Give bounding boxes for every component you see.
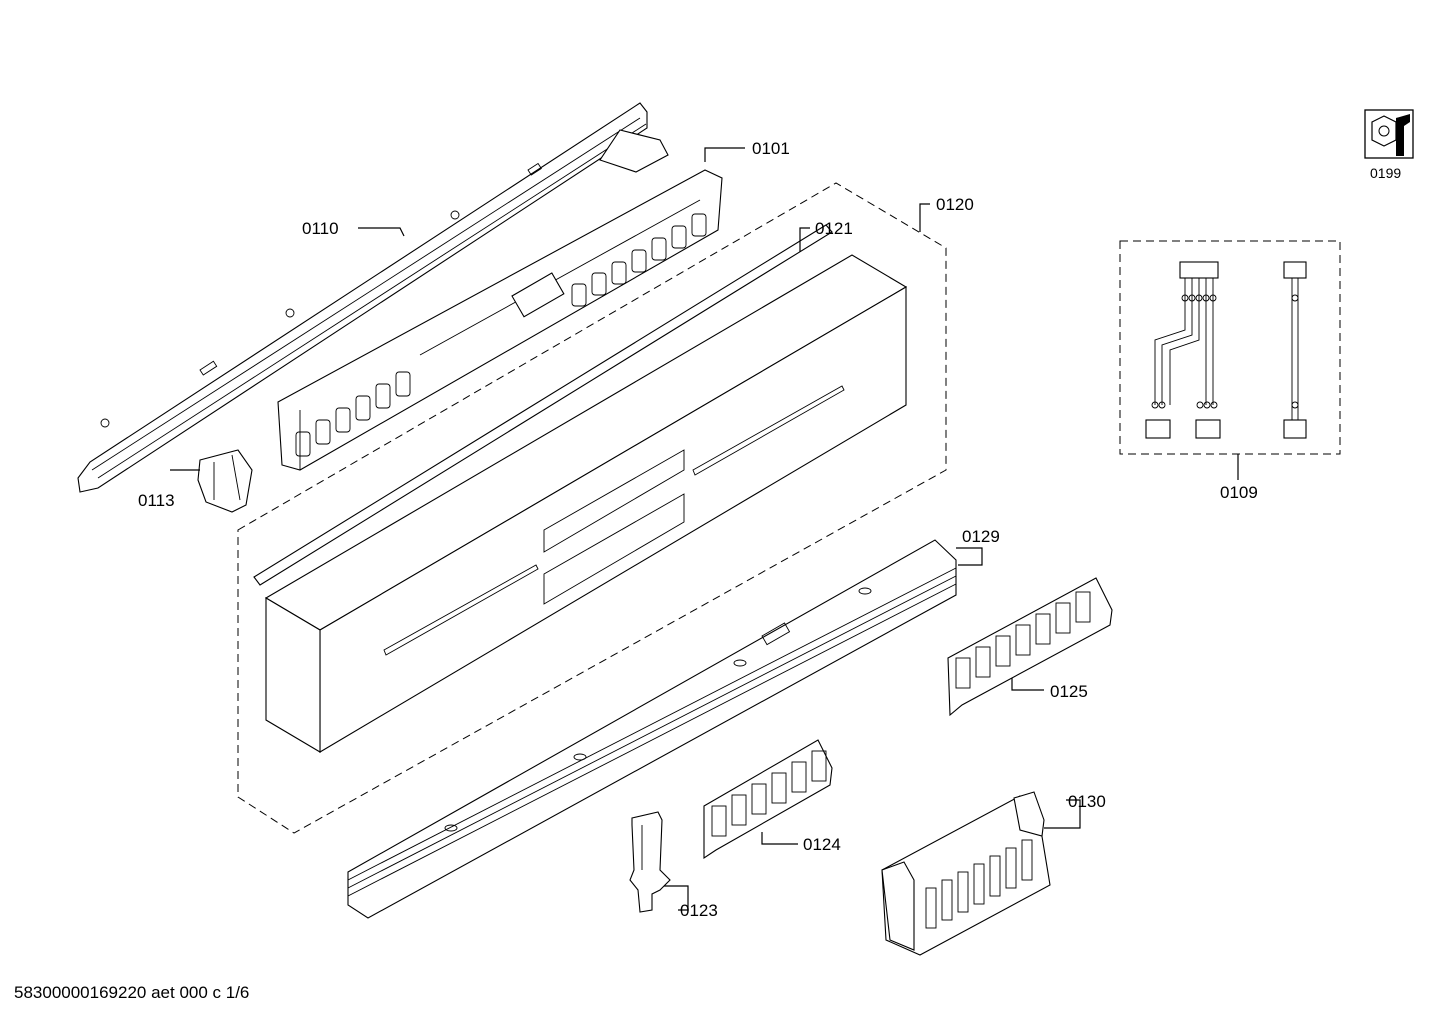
key-row-0125: [955, 591, 1091, 689]
callout-0109: 0109: [1220, 483, 1258, 502]
callout-0113: 0113: [138, 491, 175, 510]
callout-0110: 0110: [302, 219, 339, 238]
button-group-left: [295, 371, 411, 457]
callout-0199: 0199: [1370, 165, 1401, 181]
part-0113-connector: [197, 449, 253, 513]
callout-0129: 0129: [962, 527, 1000, 546]
nut-and-wrench-icon: [1364, 109, 1414, 159]
part-0101-control-board: [277, 169, 723, 471]
callout-0125: 0125: [1050, 682, 1088, 701]
document-footer: 58300000169220 aet 000 c 1/6: [14, 983, 249, 1002]
plug-top-right: [1283, 261, 1307, 279]
plug-bottom-right: [1283, 419, 1307, 439]
key-row-0124: [711, 750, 827, 837]
plug-bottom-left: [1145, 419, 1171, 439]
contact-row-0130: [925, 839, 1033, 929]
leader-lines: [170, 147, 1239, 911]
part-0110-rail: [77, 102, 669, 493]
callout-0130: 0130: [1068, 792, 1106, 811]
front-panel: [264, 254, 908, 753]
part-0125-button-carrier: [947, 577, 1113, 717]
part-0109-cable-kit: [1119, 240, 1341, 455]
callout-0120: 0120: [936, 195, 974, 214]
part-0130-housing: [881, 791, 1051, 956]
callout-0101: 0101: [752, 139, 790, 158]
plug-bottom-middle: [1195, 419, 1221, 439]
plug-top-left: [1179, 261, 1219, 279]
button-group-right: [571, 213, 707, 307]
part-0124-button-carrier: [703, 739, 833, 860]
assembly-outline-0120: [237, 182, 947, 834]
callout-0121: 0121: [815, 219, 853, 238]
callout-0124: 0124: [803, 835, 841, 854]
kit-outline-0109: [1119, 240, 1341, 455]
part-0129-lower-rail: [347, 539, 957, 919]
callout-0123: 0123: [680, 901, 718, 920]
part-0123-latch: [629, 811, 671, 913]
part-0121-strip: [253, 224, 833, 586]
